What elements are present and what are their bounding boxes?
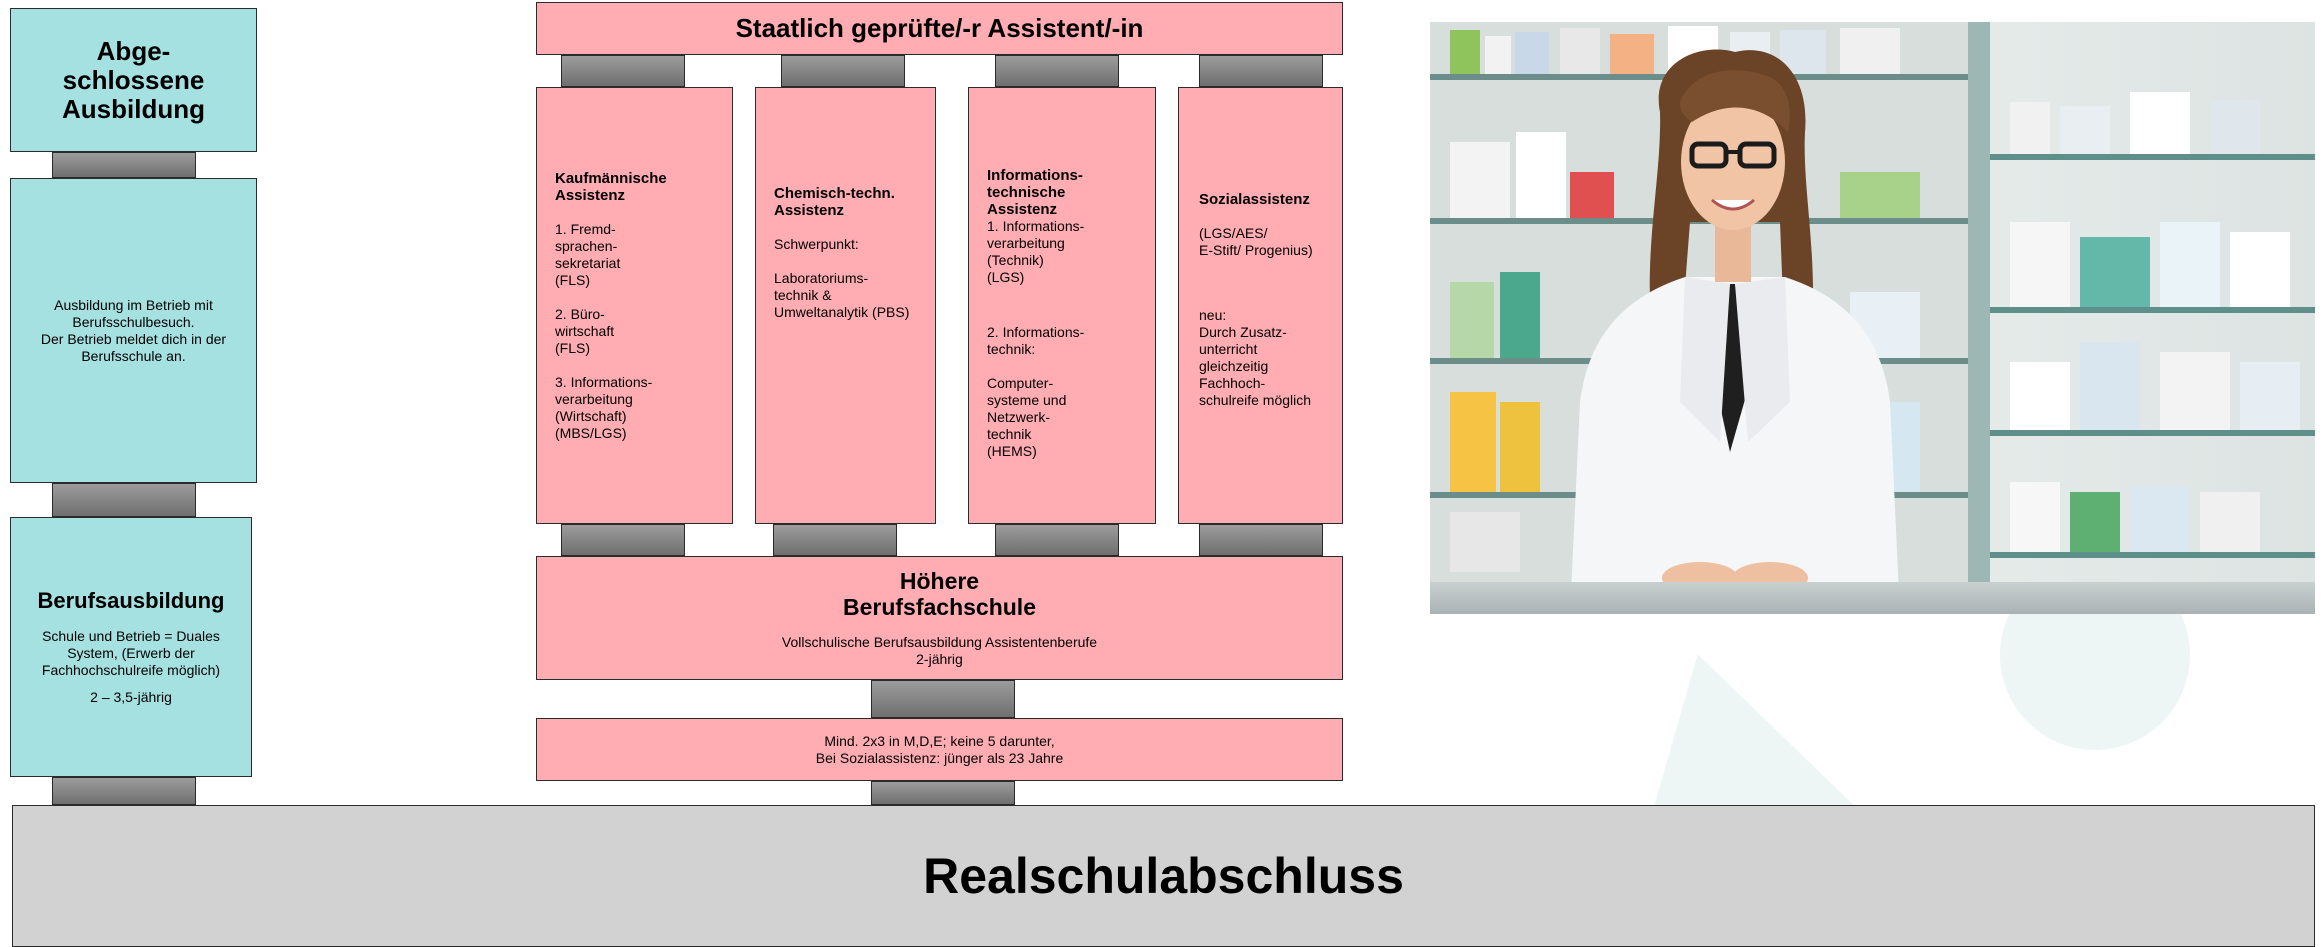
column-heading: Informations- technische Assistenz <box>987 167 1083 218</box>
commercial-assistance-column: Kaufmännische Assistenz 1. Fremd- sprach… <box>536 87 733 524</box>
chemical-technical-assistance-column: Chemisch-techn. Assistenz Schwerpunkt: L… <box>755 87 936 524</box>
assistant-header-box: Staatlich geprüfte/-r Assistent/-in <box>536 2 1343 55</box>
connector <box>871 680 1015 718</box>
column-item: 1. Informations- verarbeitung (Technik) … <box>987 218 1085 285</box>
column-item: 2. Informations- technik: <box>987 324 1085 357</box>
social-assistance-column: Sozialassistenz (LGS/AES/ E-Stift/ Proge… <box>1178 87 1343 524</box>
connector <box>1199 55 1323 87</box>
in-company-training-box: Ausbildung im Betrieb mit Berufsschulbes… <box>10 178 257 483</box>
connector <box>1199 524 1323 556</box>
connector <box>995 524 1119 556</box>
vocational-training-title: Berufsausbildung <box>37 588 225 613</box>
higher-vocational-school-duration: 2-jährig <box>916 651 963 667</box>
column-heading: Chemisch-techn. Assistenz <box>774 185 895 219</box>
admission-requirements-text: Mind. 2x3 in M,D,E; keine 5 darunter, Be… <box>815 732 1064 766</box>
assistant-header-title: Staatlich geprüfte/-r Assistent/-in <box>735 13 1144 43</box>
it-assistance-column: Informations- technische Assistenz 1. In… <box>968 87 1156 524</box>
column-heading: Kaufmännische Assistenz <box>555 169 667 204</box>
secondary-school-certificate-title: Realschulabschluss <box>923 848 1404 904</box>
admission-requirements-box: Mind. 2x3 in M,D,E; keine 5 darunter, Be… <box>536 718 1343 781</box>
connector <box>561 524 685 556</box>
connector <box>561 55 685 87</box>
column-item: neu: Durch Zusatz- unterricht gleichzeit… <box>1199 307 1312 408</box>
connector <box>781 55 905 87</box>
in-company-training-text: Ausbildung im Betrieb mit Berufsschulbes… <box>40 296 227 364</box>
connector <box>52 777 196 805</box>
connector <box>52 152 196 178</box>
column-heading: Sozialassistenz <box>1199 191 1310 208</box>
connector <box>995 55 1119 87</box>
higher-vocational-school-subtitle: Vollschulische Berufsausbildung Assisten… <box>781 634 1098 650</box>
completed-training-title: Abge- schlossene Ausbildung <box>62 35 205 124</box>
vocational-training-box: Berufsausbildung Schule und Betrieb = Du… <box>10 517 252 777</box>
pharmacist-photo <box>1430 22 2315 614</box>
connector <box>871 781 1015 805</box>
column-item: Computer- systeme und Netzwerk- technik … <box>987 375 1067 459</box>
column-item: 3. Informations- verarbeitung (Wirtschaf… <box>555 373 653 441</box>
column-item: (LGS/AES/ E-Stift/ Progenius) <box>1199 225 1313 258</box>
column-item: Schwerpunkt: <box>774 236 859 252</box>
vocational-training-text: Schule und Betrieb = Duales System, (Erw… <box>41 628 221 678</box>
higher-vocational-school-title: Höhere Berufsfachschule <box>842 568 1036 620</box>
column-item: Laboratoriums- technik & Umweltanalytik … <box>774 270 910 320</box>
vocational-training-duration: 2 – 3,5-jährig <box>90 689 172 705</box>
column-item: 1. Fremd- sprachen- sekretariat (FLS) <box>555 220 621 288</box>
higher-vocational-school-box: Höhere Berufsfachschule Vollschulische B… <box>536 556 1343 680</box>
completed-training-box: Abge- schlossene Ausbildung <box>10 8 257 152</box>
secondary-school-certificate-base: Realschulabschluss <box>12 805 2315 947</box>
connector <box>773 524 897 556</box>
column-item: 2. Büro- wirtschaft (FLS) <box>555 305 615 356</box>
connector <box>52 483 196 517</box>
